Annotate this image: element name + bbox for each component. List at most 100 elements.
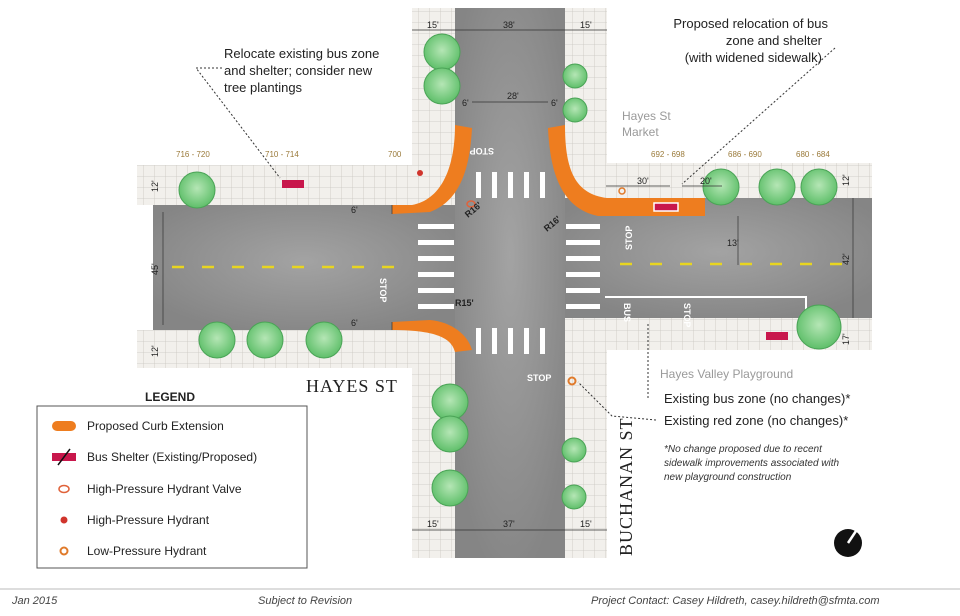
footer-status: Subject to Revision: [258, 595, 352, 607]
legend-title: LEGEND: [145, 390, 195, 404]
dim-ext-d: 6': [351, 318, 358, 328]
dim-left-sidewalk-bottom: 12': [150, 345, 160, 357]
street-name-hayes: HAYES ST: [306, 376, 398, 396]
bus-shelters: [282, 180, 788, 340]
note-proposed-line: zone and shelter: [726, 33, 823, 48]
legend-box: [36, 405, 308, 569]
address-label: 692 - 698: [651, 150, 685, 159]
footnote-line: new playground construction: [664, 472, 792, 483]
legend-label: High-Pressure Hydrant Valve: [87, 482, 242, 496]
bus-shelter-proposed: [653, 202, 679, 212]
dim-top-road: 38': [503, 20, 515, 30]
crosswalk-west: [418, 224, 454, 309]
bus-shelter-existing-west: [282, 180, 304, 188]
stop-marking-north: STOP: [470, 146, 494, 156]
tree-icon: [178, 171, 216, 209]
tree-icon: [562, 63, 588, 89]
tree-icon: [561, 484, 587, 510]
footnote-line: sidewalk improvements associated with: [664, 458, 840, 469]
tree-icon: [246, 321, 284, 359]
radius-sw: R15': [455, 298, 474, 308]
tree-icon: [431, 415, 469, 453]
dim-ext-c: 6': [351, 205, 358, 215]
street-name-buchanan: BUCHANAN ST: [616, 417, 636, 556]
note-relocate-line: and shelter; consider new: [224, 63, 373, 78]
dim-right-road: 42': [841, 253, 851, 265]
tree-icon: [800, 168, 838, 206]
legend-label: Low-Pressure Hydrant: [87, 544, 207, 558]
sidewalk-sw: [137, 330, 455, 368]
curb-extension-swatch: [52, 421, 76, 431]
market-label: Hayes St: [622, 109, 671, 123]
road-markings: STOP STOP STOP STOP BUS STOP: [378, 146, 692, 383]
address-label: 680 - 684: [796, 150, 830, 159]
dimension-lines: [162, 29, 854, 531]
low-pressure-hydrant-icon: [567, 376, 577, 386]
annotations: Relocate existing bus zone and shelter; …: [224, 16, 850, 483]
bus-shelter-swatch: [52, 448, 76, 466]
bus-zone-outline: [605, 296, 807, 312]
hydrant-valve-icon: [466, 200, 476, 208]
dimension-labels: 15' 38' 15' 28' 45' 42' 12' 12' 12' 17' …: [150, 20, 851, 529]
stop-marking-bus: STOP: [682, 303, 692, 327]
dim-top-right-sidewalk: 15': [580, 20, 592, 30]
dim-bottom-right-sidewalk: 15': [580, 519, 592, 529]
legend-label: Bus Shelter (Existing/Proposed): [87, 450, 257, 464]
tree-icon: [431, 469, 469, 507]
legend-label: High-Pressure Hydrant: [87, 513, 210, 527]
dim-ext-b: 6': [551, 98, 558, 108]
tree-icon: [431, 383, 469, 421]
dim-top-left-sidewalk: 15': [427, 20, 439, 30]
trees: [178, 33, 842, 510]
curb-extensions: [392, 125, 705, 352]
bus-marking: BUS: [622, 303, 632, 322]
tree-icon: [796, 304, 842, 350]
tree-icon: [423, 67, 461, 105]
stop-marking-east: STOP: [624, 226, 634, 250]
roadway: [153, 8, 872, 558]
tree-icon: [305, 321, 343, 359]
curb-extension-ne: [548, 125, 705, 216]
leader-lines: [194, 47, 836, 421]
hydrant-valve-icon: [58, 484, 70, 494]
centerline: [172, 262, 848, 269]
market-label: Market: [622, 125, 659, 139]
footer-contact[interactable]: Project Contact: Casey Hildreth, casey.h…: [591, 595, 880, 607]
high-pressure-hydrant-icon: [417, 170, 423, 176]
address-label: 710 - 714: [265, 150, 299, 159]
dim-bottom-left-sidewalk: 15': [427, 519, 439, 529]
stop-marking-west: STOP: [378, 278, 388, 302]
tree-icon: [561, 437, 587, 463]
curb-extension-sw: [392, 320, 472, 352]
tree-icon: [562, 97, 588, 123]
legend: LEGEND Proposed Curb Extension Bus Shelt…: [36, 390, 308, 569]
stop-marking-south: STOP: [527, 373, 551, 383]
dim-bus-zone-20: 20': [700, 176, 712, 186]
low-pressure-hydrant-icon: [618, 187, 626, 195]
address-label: 686 - 690: [728, 150, 762, 159]
note-relocate-line: tree plantings: [224, 80, 303, 95]
dim-bus-zone-30: 30': [637, 176, 649, 186]
low-pressure-hydrant-icon: [59, 546, 69, 556]
north-arrow-icon: [834, 529, 862, 557]
buchanan-roadway: [455, 8, 565, 558]
crosswalk-north: [476, 172, 545, 198]
footnote-line: *No change proposed due to recent: [664, 444, 823, 455]
footer: Jan 2015 Subject to Revision Project Con…: [0, 588, 960, 607]
high-pressure-hydrant-icon: [60, 516, 68, 524]
crosswalk-east: [566, 224, 600, 309]
crosswalk-south: [476, 328, 545, 354]
note-relocate-line: Relocate existing bus zone: [224, 46, 379, 61]
dim-right-sidewalk-top: 12': [841, 174, 851, 186]
tree-icon: [758, 168, 796, 206]
dim-right-sidewalk-bottom: 17': [841, 333, 851, 345]
footer-date: Jan 2015: [11, 595, 58, 607]
existing-red-zone-note: Existing red zone (no changes)*: [664, 413, 848, 428]
tree-icon: [423, 33, 461, 71]
dim-ext-a: 6': [462, 98, 469, 108]
dim-left-sidewalk-top: 12': [150, 180, 160, 192]
crosswalks: [418, 172, 600, 354]
bus-shelter-existing-east: [766, 332, 788, 340]
playground-label: Hayes Valley Playground: [660, 367, 793, 381]
